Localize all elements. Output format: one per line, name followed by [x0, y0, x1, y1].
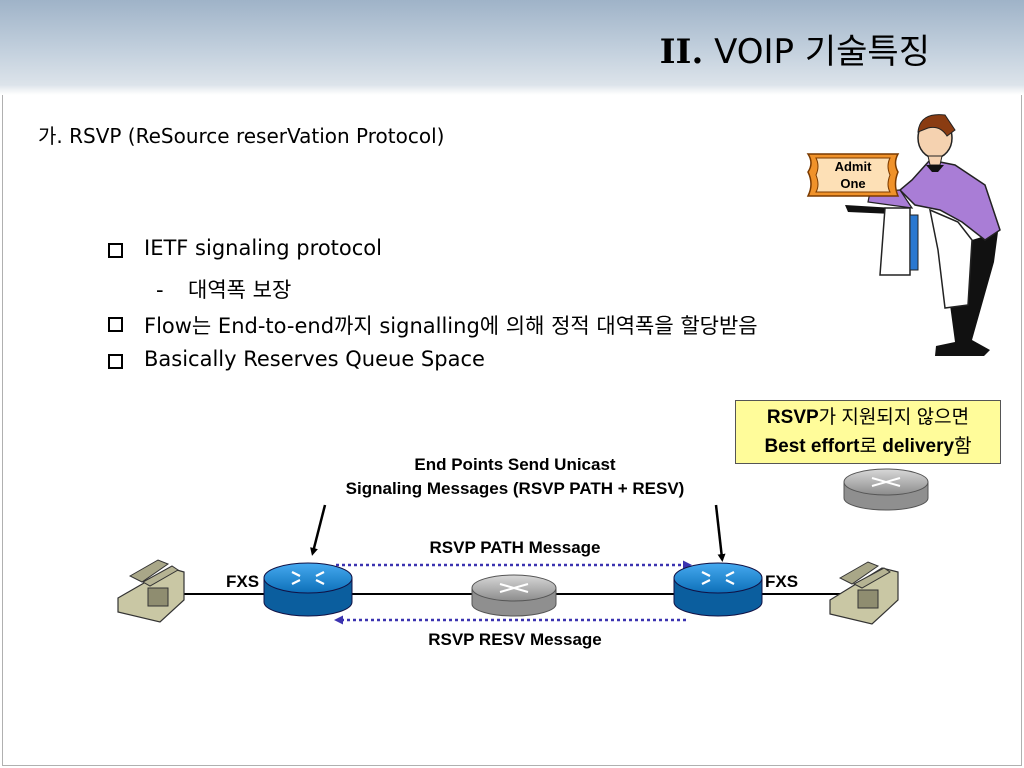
resv-message-label: RSVP RESV Message [428, 630, 602, 649]
fxs-right-label: FXS [765, 572, 799, 591]
fallback-note: RSVP가 지원되지 않으면 Best effort로 delivery함 [735, 400, 1001, 464]
checkbox-bullet-icon [108, 354, 123, 369]
section-subtitle: 가. RSVP (ReSource reserVation Protocol) [38, 124, 445, 148]
note-text2: 로 [859, 436, 883, 457]
waiter-illustration [845, 114, 1001, 356]
note-best-effort: Best effort [764, 436, 860, 457]
slide-title: II. VOIP 기술특징 [660, 24, 930, 73]
endpoints-line1: End Points Send Unicast [414, 455, 616, 474]
note-text3: 함 [954, 436, 972, 457]
bullet-text: IETF signaling protocol [144, 236, 382, 260]
ticket-line1: Admit [834, 159, 872, 174]
sub-bullet-item: -대역폭 보장 [156, 274, 291, 304]
bullet-text: Flow는 End-to-end까지 signalling에 의해 정적 대역폭… [144, 314, 758, 338]
left-router-icon [263, 562, 353, 617]
ticket-line2: One [840, 176, 866, 191]
title-roman: II. [659, 32, 704, 72]
spare-router-icon [843, 468, 929, 511]
note-line2: Best effort로 delivery함 [736, 432, 1000, 461]
endpoints-line2: Signaling Messages (RSVP PATH + RESV) [345, 479, 685, 498]
admit-one-ticket [806, 153, 900, 197]
pointer-arrow [714, 504, 726, 562]
checkbox-bullet-icon [108, 243, 123, 258]
title-text: VOIP 기술특징 [703, 32, 930, 72]
header-band [0, 0, 1024, 95]
path-message-label: RSVP PATH Message [429, 538, 601, 557]
note-text1: 가 지원되지 않으면 [818, 407, 970, 428]
bullet-text: Basically Reserves Queue Space [144, 347, 485, 371]
note-delivery: delivery [882, 436, 955, 457]
middle-router-icon [471, 574, 557, 617]
endpoints-caption: End Points Send Unicast Signaling Messag… [300, 453, 730, 501]
right-phone-icon [829, 561, 899, 625]
right-router-icon [673, 562, 763, 617]
pointer-arrow [310, 504, 327, 556]
slide-frame [2, 95, 1022, 766]
fxs-left-label: FXS [226, 572, 260, 591]
note-line1: RSVP가 지원되지 않으면 [736, 403, 1000, 432]
ticket-label: Admit One [818, 158, 888, 192]
left-phone-icon [117, 559, 185, 623]
sub-bullet-text: 대역폭 보장 [188, 278, 292, 302]
note-rsvp: RSVP [766, 407, 819, 428]
dash-icon: - [156, 278, 164, 302]
checkbox-bullet-icon [108, 317, 123, 332]
